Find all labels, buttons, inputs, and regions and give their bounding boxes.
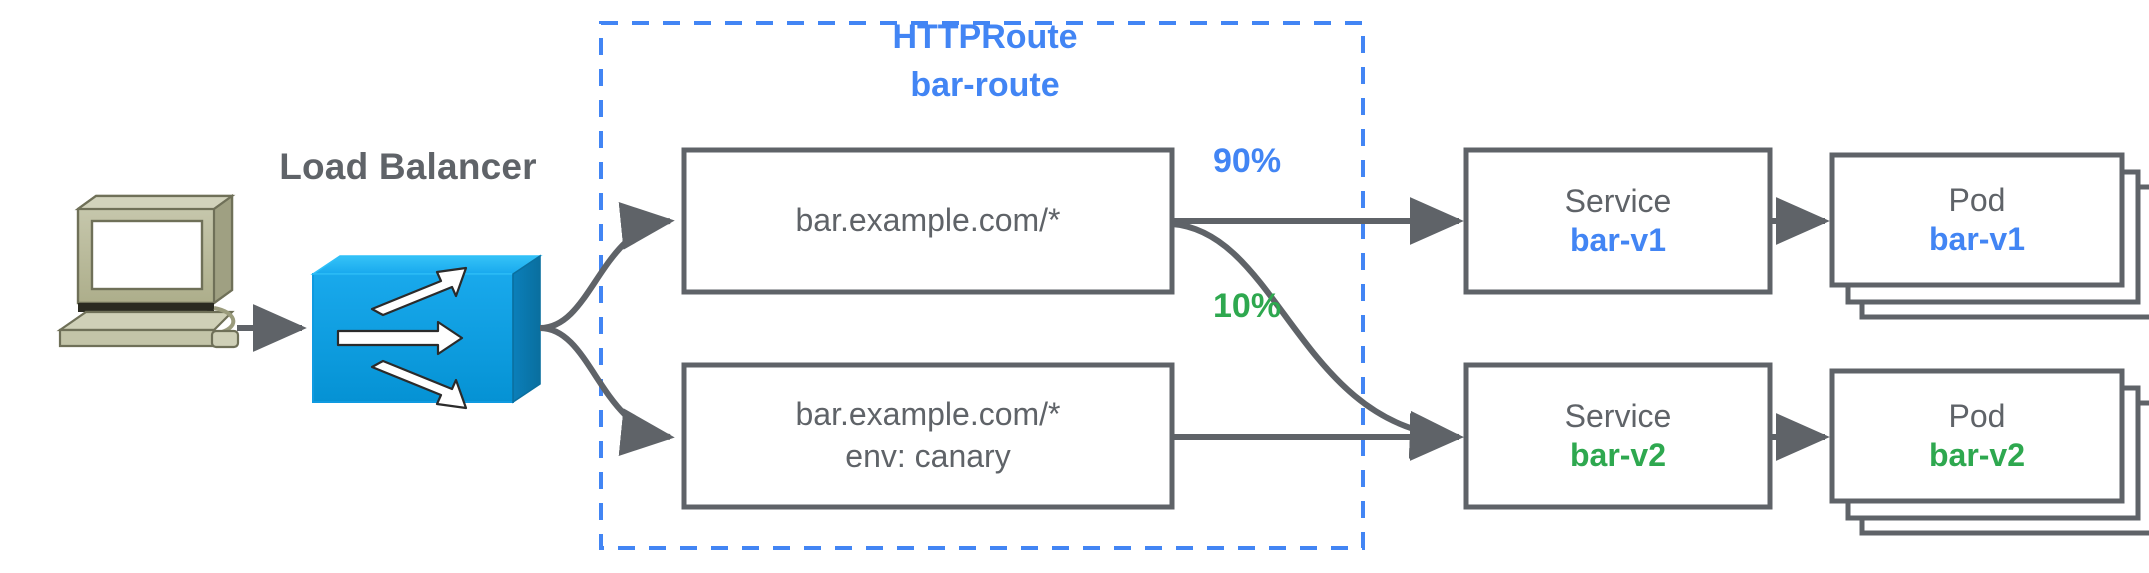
service-v2-kind: Service	[1564, 397, 1672, 434]
rule-box-canary	[681, 362, 1175, 510]
rule-canary-line-1: bar.example.com/*	[795, 396, 1061, 433]
service-v1-text[interactable]: Service bar-v1	[1466, 150, 1770, 292]
rule-canary-text[interactable]: bar.example.com/* env: canary	[684, 365, 1172, 507]
pod-stack-v1	[1829, 152, 2149, 320]
pod-v1-kind: Pod	[1948, 181, 2006, 218]
weight-label-10: 10%	[1213, 287, 1282, 325]
weight-label-90: 90%	[1213, 142, 1282, 180]
pod-v2-kind: Pod	[1948, 397, 2006, 434]
pod-box-v2	[1829, 368, 2125, 504]
arrow-lb-to-rule-primary	[539, 202, 675, 331]
pod-stack-v2	[1829, 368, 2149, 536]
pod-v2-text[interactable]: Pod bar-v2	[1832, 371, 2122, 501]
service-v2-text[interactable]: Service bar-v2	[1466, 365, 1770, 507]
pod-v2-name: bar-v2	[1928, 437, 2026, 473]
httproute-kind-label: HTTPRoute	[892, 18, 1078, 56]
rule-primary-text[interactable]: bar.example.com/*	[684, 150, 1172, 292]
desktop-computer-icon	[56, 193, 240, 349]
arrow-lb-to-rule-canary	[539, 325, 675, 456]
arrow-rule-to-service-v2-canary	[1171, 221, 1464, 459]
service-v2-name: bar-v2	[1569, 437, 1667, 473]
rule-canary-line-2: env: canary	[845, 438, 1011, 474]
pod-box-v1	[1829, 152, 2125, 288]
pod-v1-name: bar-v1	[1928, 221, 2026, 257]
load-balancer-box-icon	[310, 254, 543, 410]
load-balancer-label: Load Balancer	[279, 146, 537, 187]
httproute-title: HTTPRoute bar-route	[825, 20, 1145, 102]
rule-primary-line-1: bar.example.com/*	[795, 202, 1061, 239]
service-v1-name: bar-v1	[1569, 222, 1667, 258]
httproute-name-label: bar-route	[910, 66, 1060, 104]
service-v1-kind: Service	[1564, 182, 1672, 219]
rule-box-primary	[681, 147, 1175, 295]
service-box-v2	[1463, 362, 1773, 510]
pod-v1-text[interactable]: Pod bar-v1	[1832, 155, 2122, 285]
httproute-boundary	[599, 21, 1365, 550]
